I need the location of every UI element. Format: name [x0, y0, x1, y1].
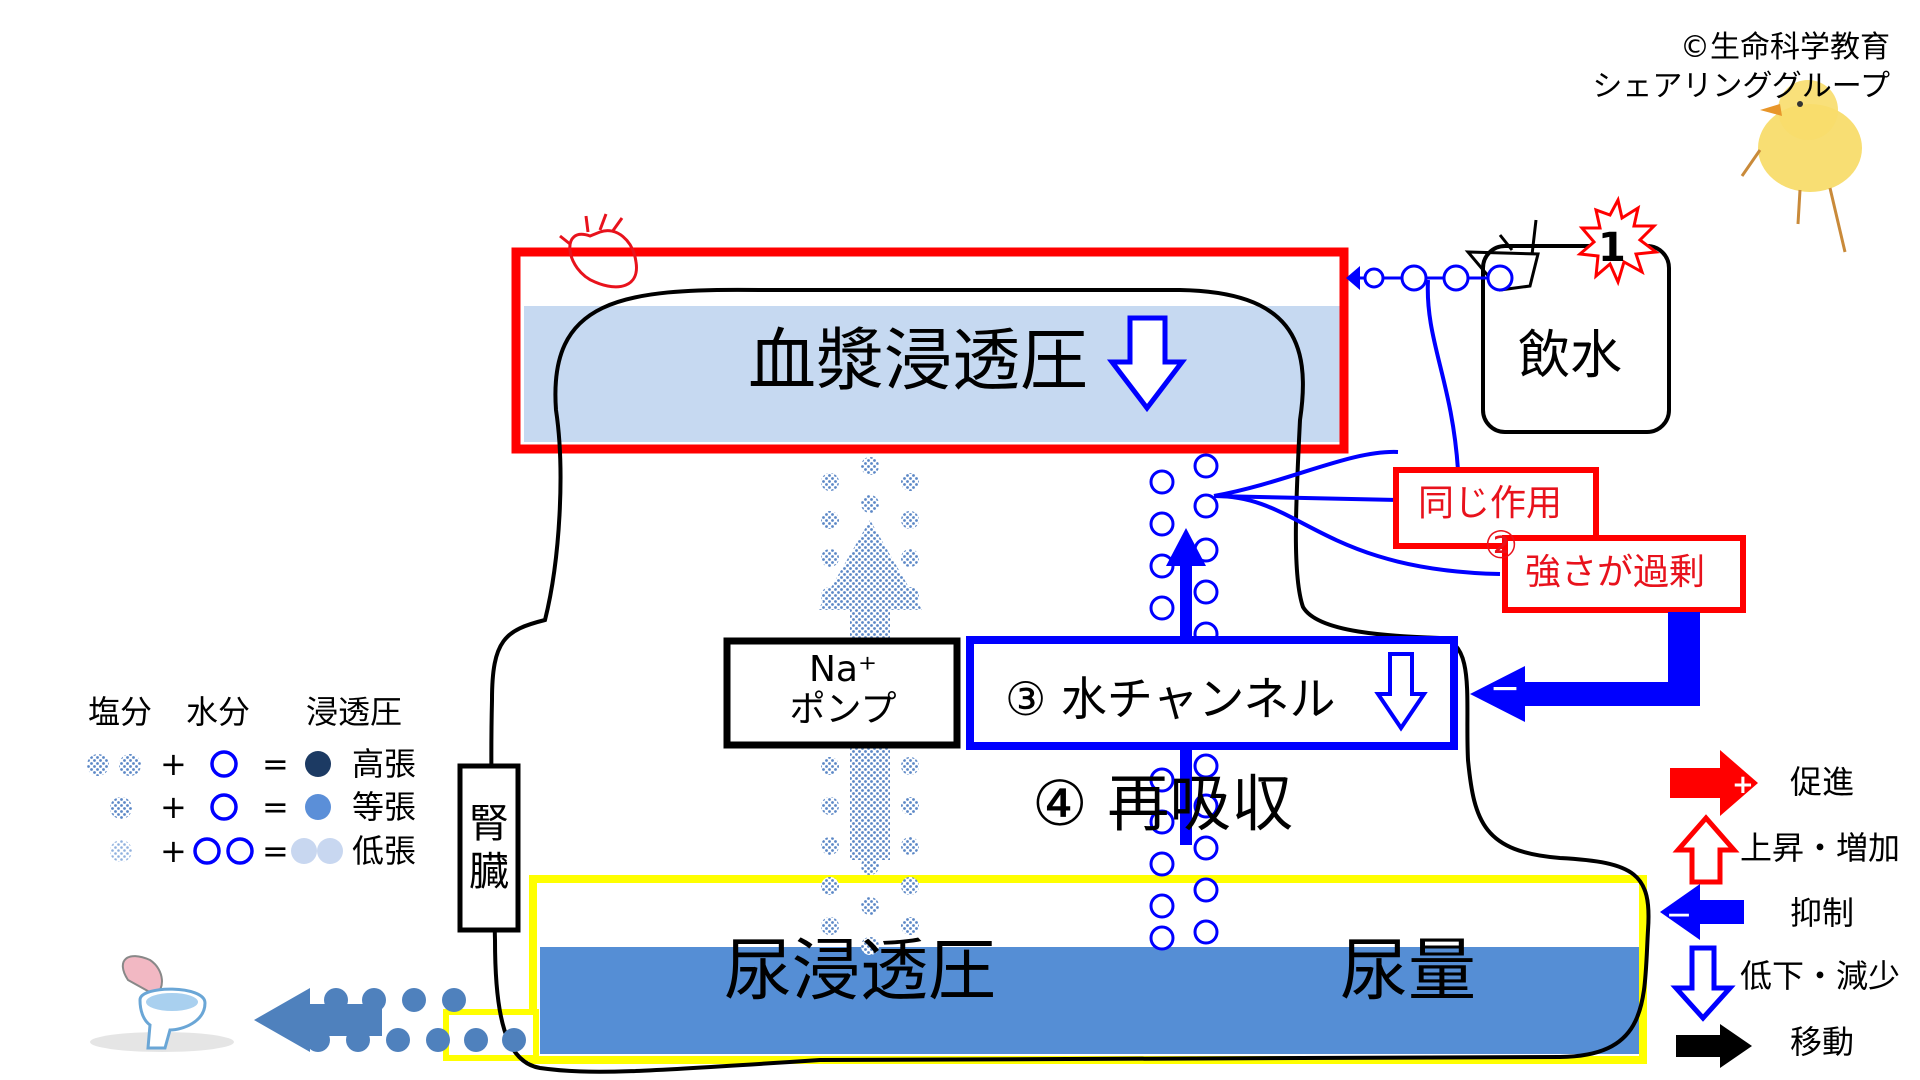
same-action-box	[1393, 467, 1599, 549]
outflow-arrow	[254, 988, 382, 1052]
arrow-legend-icons: + －	[1660, 750, 1758, 1068]
water-channel-box	[966, 636, 1458, 750]
duck-icon	[1740, 80, 1862, 253]
drink-water-dots	[1363, 264, 1514, 292]
kidney-label-box	[457, 763, 521, 933]
drink-flow-head	[1346, 266, 1360, 290]
legend-plus: +	[160, 832, 187, 870]
legend-equals: =	[262, 745, 289, 783]
legend-equals: =	[262, 832, 289, 870]
svg-text:+: +	[1732, 770, 1754, 800]
arrow-legend-move: 移動	[1790, 1023, 1855, 1061]
marker-1: 1	[1598, 225, 1626, 271]
arrow-legend-inhibit: 抑制	[1790, 894, 1855, 932]
plasma-frame	[511, 247, 1349, 454]
plasma-fill	[524, 306, 1342, 442]
copyright-text: ©生命科学教育 シェアリンググループ	[1592, 30, 1890, 104]
legend-plus: +	[160, 745, 187, 783]
plasma-down-arrow	[1106, 315, 1188, 413]
burst-icon	[1576, 195, 1660, 287]
legend-row-hypotonic: 低張	[352, 832, 417, 870]
legend-row-isotonic: 等張	[352, 788, 417, 826]
drink-box	[1481, 244, 1671, 434]
legend-plus: +	[160, 788, 187, 826]
link-curve-c	[1213, 494, 1401, 502]
move-arrow-icon	[1676, 1024, 1752, 1068]
legend-row-hypertonic: 高張	[352, 745, 417, 783]
same-action-label: 同じ作用	[1418, 483, 1563, 524]
increase-arrow-icon	[1672, 814, 1740, 885]
water-reabsorb-head	[1166, 528, 1206, 566]
urine-osmolality-label: 尿浸透圧	[724, 932, 997, 1011]
water-channel-label: ③ 水チャンネル	[1005, 672, 1336, 726]
legend-header-osmotic: 浸透圧	[306, 693, 403, 731]
na-pump-label: Na⁺ ポンプ	[789, 649, 897, 731]
inhibit-arrow-icon	[1660, 884, 1744, 940]
link-curve-a	[1213, 449, 1399, 498]
drink-label: 飲水	[1518, 326, 1623, 386]
link-curve-b	[1213, 493, 1501, 576]
svg-text:－: －	[1666, 902, 1692, 932]
legend-header-salt: 塩分	[88, 693, 153, 731]
legend-salt-icons	[87, 754, 141, 862]
excess-label: 強さが過剰	[1525, 552, 1706, 593]
urine-fill	[540, 947, 1640, 1054]
toilet-icon	[90, 955, 234, 1052]
arrow-legend-decrease: 低下・減少	[1740, 957, 1901, 995]
plasma-osmolality-label: 血漿浸透圧	[748, 322, 1089, 401]
arrow-legend-increase: 上昇・増加	[1740, 829, 1901, 867]
heart-icon	[559, 213, 638, 289]
legend-equals: =	[262, 788, 289, 826]
reabsorption-label: ④ 再吸収	[1032, 767, 1294, 840]
water-dots-column	[1149, 453, 1219, 951]
arrow-legend-promote: 促進	[1790, 763, 1855, 801]
legend-header-water: 水分	[186, 693, 251, 731]
na-pump-box	[723, 637, 961, 749]
promote-arrow-icon	[1670, 750, 1758, 816]
inhibit-arrow	[1470, 612, 1700, 722]
marker-2: ②	[1484, 523, 1519, 567]
channel-down-arrow	[1374, 652, 1428, 732]
legend-water-icons	[193, 750, 254, 865]
kidney-label: 腎 臓	[469, 801, 509, 895]
legend-result-icons	[291, 751, 343, 864]
excess-box	[1502, 535, 1746, 613]
urine-volume-label: 尿量	[1340, 932, 1477, 1011]
decrease-arrow-icon	[1670, 945, 1736, 1022]
inhibit-minus: －	[1490, 673, 1520, 708]
link-curve-drink	[1425, 279, 1460, 471]
